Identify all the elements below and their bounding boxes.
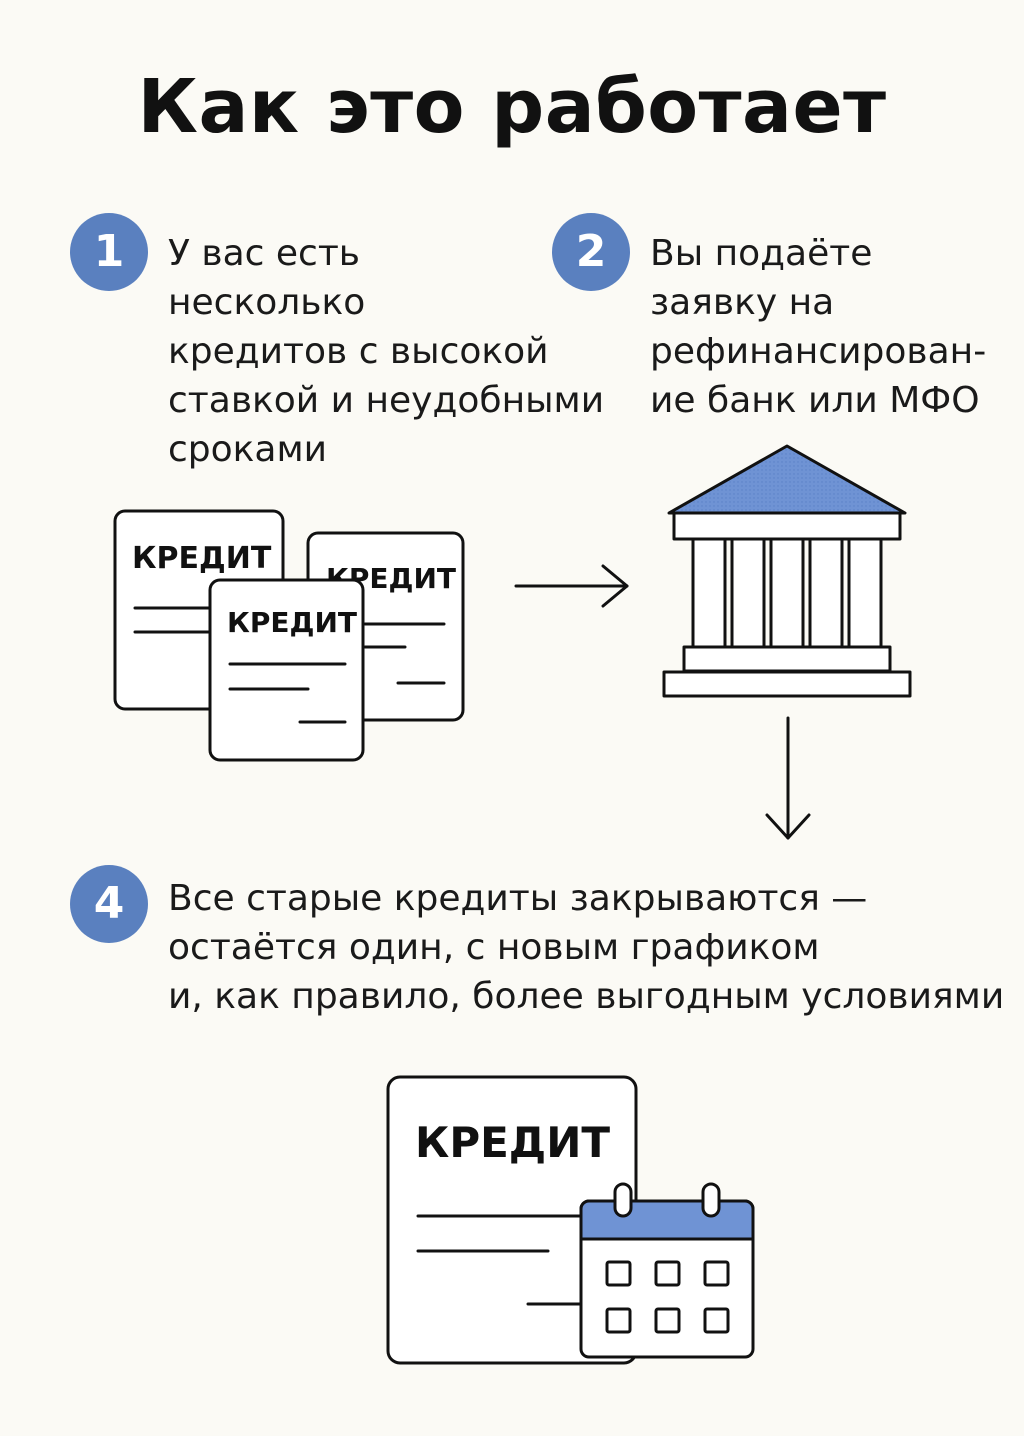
step-1-text: У вас есть несколько кредитов с высокой …: [168, 233, 605, 470]
step-4-text: Все старые кредиты закрываются — остаётс…: [168, 878, 1005, 1017]
loan-document-label: КРЕДИТ: [227, 606, 357, 639]
step-2-badge: 2: [552, 213, 630, 291]
calendar-icon: [579, 1182, 755, 1359]
page-title: Как это работает: [137, 64, 887, 150]
arrow-right-icon: [514, 564, 629, 608]
step-1-badge: 1: [70, 213, 148, 291]
bank-building-icon: [662, 444, 912, 698]
step-4-badge: 4: [70, 865, 148, 943]
step-2-text: Вы подаёте заявку на рефинансирован- ие …: [650, 233, 987, 421]
loan-document-label: КРЕДИТ: [132, 541, 272, 576]
final-loan-document-label: КРЕДИТ: [415, 1118, 610, 1167]
loan-document-front: [208, 578, 365, 762]
loan-documents-icon: КРЕДИТ КРЕДИТ КРЕДИТ: [113, 509, 465, 762]
arrow-down-icon: [765, 716, 811, 840]
bank-roof: [667, 444, 907, 515]
